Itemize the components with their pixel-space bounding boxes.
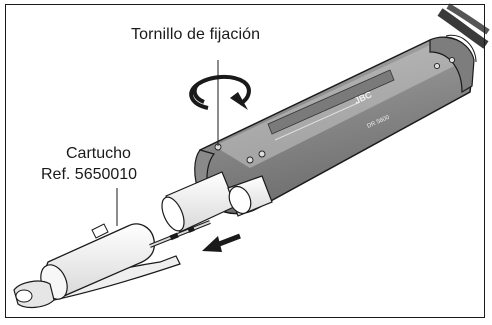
cartridge — [13, 220, 211, 309]
rotate-arrow-icon — [189, 75, 251, 110]
desoldering-handle: JBC DR 5600 — [194, 34, 477, 215]
cartridge-ref-label: Ref. 5650010 — [41, 166, 138, 183]
fixing-screw-label: Tornillo de fijación — [131, 26, 261, 43]
cartridge-label: Cartucho — [66, 145, 131, 162]
figure-border — [5, 4, 485, 318]
extract-arrow-icon — [202, 233, 241, 252]
cartridge-sockets — [161, 171, 273, 233]
